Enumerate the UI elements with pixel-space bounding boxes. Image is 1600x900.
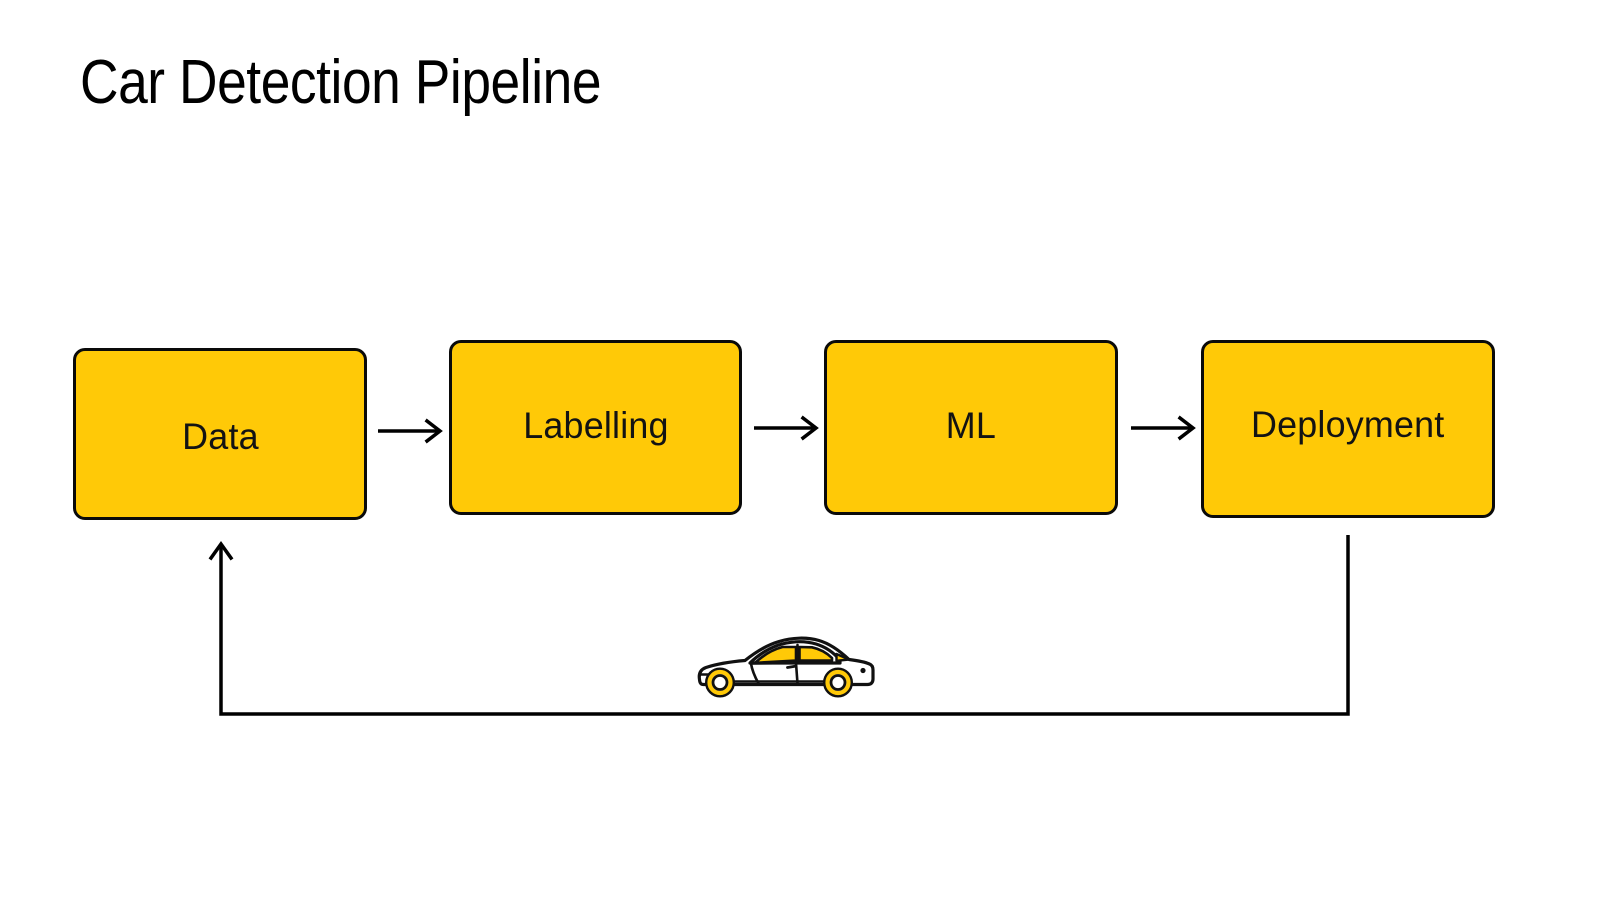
stage-label-data: Data — [181, 416, 259, 457]
car-icon — [697, 636, 875, 698]
stage-box-labelling[interactable]: Labelling — [449, 340, 742, 515]
stage-label-ml: ML — [945, 404, 997, 446]
connector-ml-to-deployment — [1131, 415, 1196, 441]
stage-label-deployment: Deployment — [1251, 404, 1445, 445]
connector-data-to-labelling — [378, 418, 443, 444]
car-rear-wheel — [823, 667, 853, 698]
car-front-wheel — [705, 667, 735, 698]
stage-box-ml[interactable]: ML — [824, 340, 1118, 515]
page-title: Car Detection Pipeline — [80, 48, 602, 117]
stage-box-data[interactable]: Data — [73, 348, 367, 520]
connector-labelling-to-ml — [754, 415, 819, 441]
stage-label-labelling: Labelling — [522, 404, 669, 446]
stage-box-deployment[interactable]: Deployment — [1201, 340, 1495, 518]
